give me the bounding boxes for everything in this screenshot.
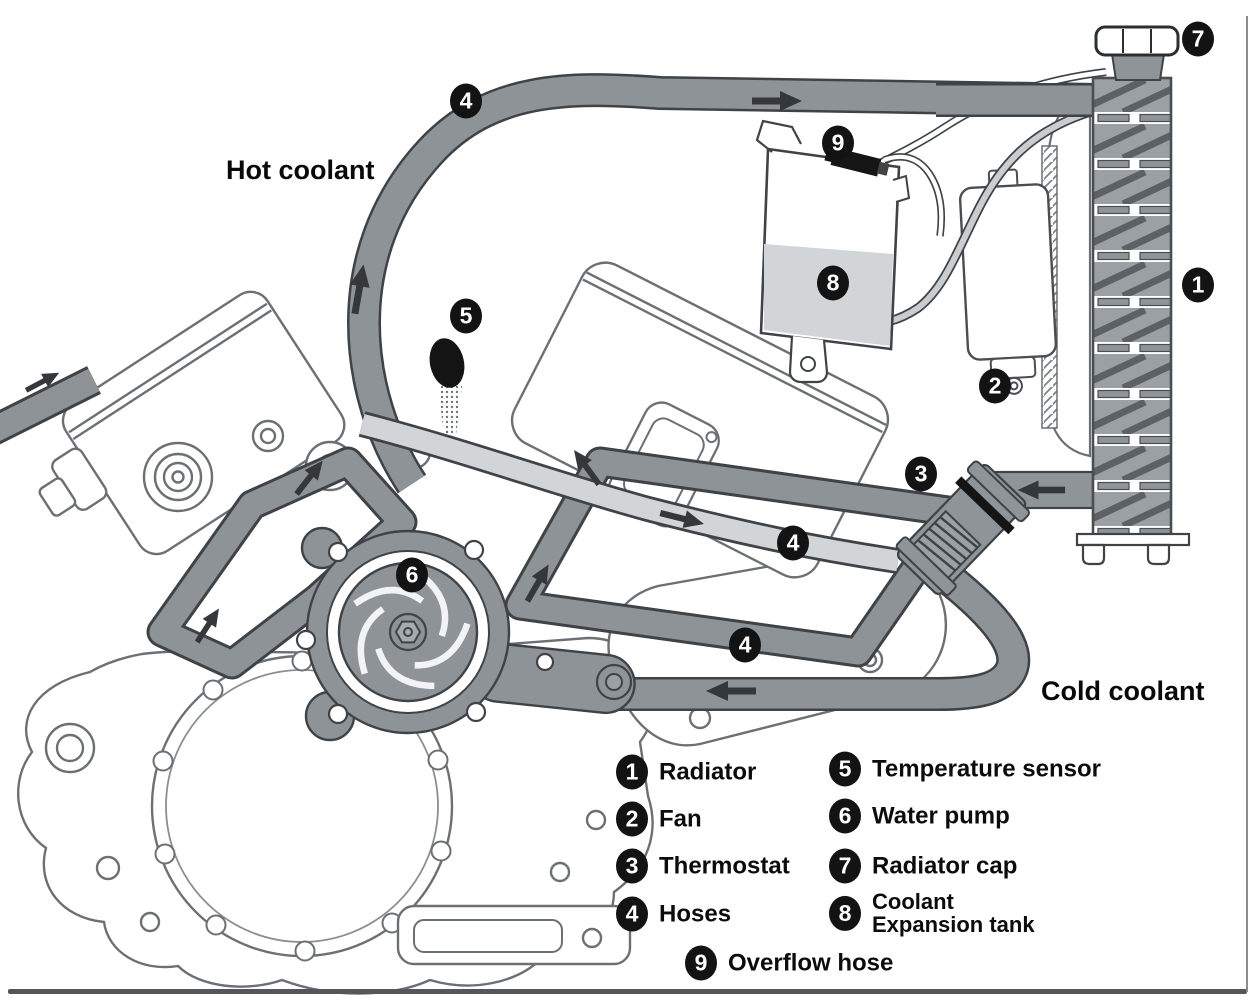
legend-number: 5: [829, 751, 861, 787]
callout-1: 1: [1182, 267, 1214, 303]
legend-item-9: 9 Overflow hose: [685, 945, 894, 981]
legend-item-6: 6 Water pump: [829, 798, 1010, 834]
hot-coolant-hose: [347, 73, 1099, 494]
legend-number: 6: [829, 798, 861, 834]
radiator-cap: [1094, 25, 1180, 57]
legend-item-4: 4 Hoses: [616, 896, 732, 932]
figure-right-border: [1246, 16, 1248, 992]
legend-item-2: 2 Fan: [616, 801, 702, 837]
coolant-passage-left: [146, 446, 418, 680]
callout-4: 4: [729, 627, 761, 663]
callout-7: 7: [1182, 21, 1214, 57]
legend-number: 3: [616, 848, 648, 884]
cold-coolant-label: Cold coolant: [1041, 676, 1205, 706]
callout-3: 3: [905, 456, 937, 492]
callout-2: 2: [979, 368, 1011, 404]
legend-label-line2: Expansion tank: [872, 912, 1035, 937]
legend-label: Radiator cap: [872, 852, 1018, 880]
temperature-sensor: [429, 338, 465, 436]
radiator-feet: [1075, 532, 1191, 566]
legend-label: Fan: [659, 805, 702, 833]
callout-4: 4: [777, 525, 809, 561]
coolant-passage-stub: [0, 366, 101, 445]
legend-item-7: 7 Radiator cap: [829, 848, 1018, 884]
legend-number: 9: [685, 945, 717, 981]
radiator-core: [1091, 76, 1173, 538]
expansion-tank: [755, 119, 946, 384]
clutch-cover: [150, 650, 454, 962]
legend-item-1: 1 Radiator: [616, 754, 757, 790]
callout-8: 8: [817, 265, 849, 301]
legend-number: 1: [616, 754, 648, 790]
return-hose: [575, 556, 1031, 711]
legend-label: Hoses: [659, 900, 732, 928]
bypass-hose: [358, 411, 900, 574]
radiator: [1075, 25, 1191, 566]
legend-number: 7: [829, 848, 861, 884]
legend-number: 4: [616, 896, 648, 932]
callout-4: 4: [450, 83, 482, 119]
callout-5: 5: [450, 298, 482, 334]
legend-item-5: 5 Temperature sensor: [829, 751, 1101, 787]
radiator-neck: [1110, 53, 1166, 81]
hot-coolant-label: Hot coolant: [226, 155, 375, 185]
callout-6: 6: [396, 557, 428, 593]
callout-9: 9: [822, 125, 854, 161]
legend-label: Water pump: [872, 802, 1010, 830]
legend-label: Radiator: [659, 758, 757, 786]
figure-bottom-border: [8, 989, 1247, 994]
cylinder-left: [38, 290, 346, 556]
legend-number: 2: [616, 801, 648, 837]
legend-item-3: 3 Thermostat: [616, 848, 790, 884]
tank-feed-hose: [888, 107, 1092, 326]
water-pump: [295, 526, 636, 742]
legend-label: Overflow hose: [728, 949, 894, 977]
thermostat: [895, 460, 1097, 596]
legend-label: Thermostat: [659, 852, 790, 880]
legend-number: 8: [829, 895, 861, 931]
legend-label: Temperature sensor: [872, 755, 1101, 783]
